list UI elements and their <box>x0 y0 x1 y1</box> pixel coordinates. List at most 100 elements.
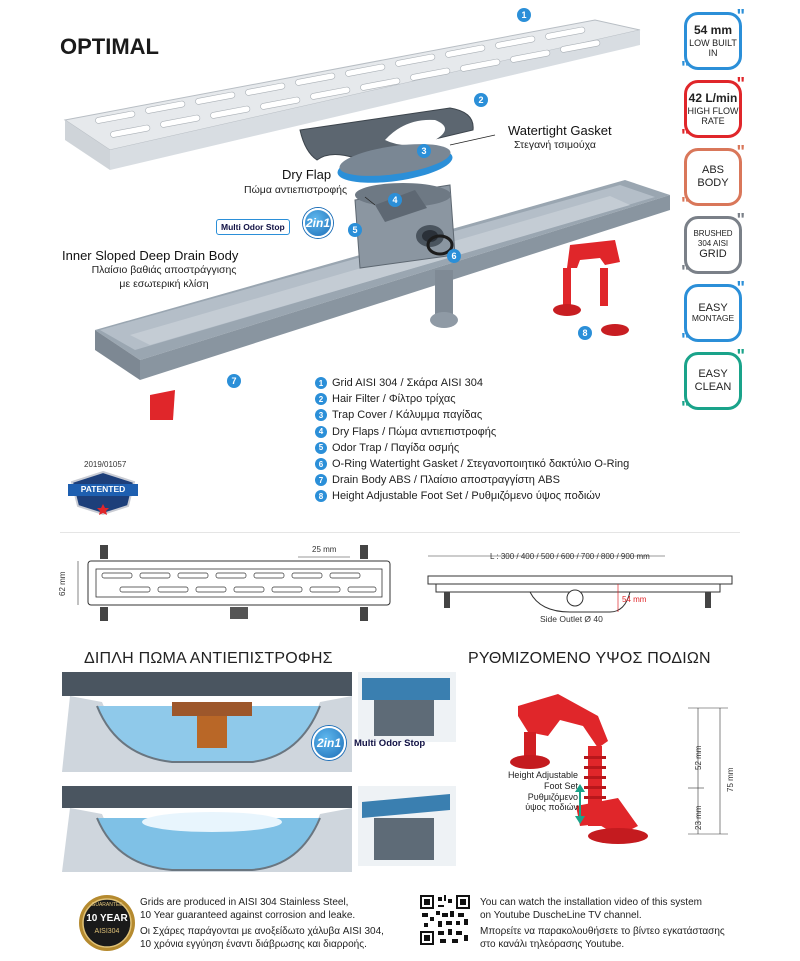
video-gr-line-2: στο κανάλι τηλεόρασης Youtube. <box>480 938 625 950</box>
feature-badge-easy-clean: " EASY CLEAN " <box>681 347 745 417</box>
legend-item: 2 Hair Filter / Φίλτρο τρίχας <box>315 391 629 407</box>
side-view-drawing <box>427 555 733 613</box>
legend-item: 5 Odor Trap / Παγίδα οσμής <box>315 440 629 456</box>
part-number-4: 4 <box>388 193 402 207</box>
badge-line-1: BRUSHED <box>693 229 733 239</box>
feature-badge-flow-rate: " 42 L/min HIGH FLOW RATE " <box>681 75 745 145</box>
feature-badge-abs-body: " ABS BODY " <box>681 143 745 213</box>
warranty-text-en: Grids are produced in AISI 304 Stainless… <box>140 897 355 922</box>
quote-icon: " <box>736 74 745 94</box>
seal-top-text: GUARANTEE <box>91 902 123 908</box>
legend-text: Hair Filter / Φίλτρο τρίχας <box>332 393 456 406</box>
quote-icon: " <box>681 398 690 418</box>
badge-line-1: 54 mm <box>693 22 733 37</box>
dry-flap-cross-sections <box>62 672 456 872</box>
dim-length: L : 300 / 400 / 500 / 600 / 700 / 800 / … <box>490 552 650 561</box>
video-text-gr: Μπορείτε να παρακολουθήσετε το βίντεο εγ… <box>480 926 725 951</box>
warranty-text-gr: Οι Σχάρες παράγονται με ανοξείδωτο χάλυβ… <box>140 926 384 951</box>
patented-shield-icon <box>68 470 138 516</box>
legend-number: 7 <box>315 474 327 487</box>
red-feet <box>150 240 629 420</box>
badge-line-1: EASY <box>698 368 728 381</box>
legend-item: 7 Drain Body ABS / Πλαίσιο αποστραγγίστη … <box>315 472 629 488</box>
badge-line-2: MONTAGE <box>691 313 735 324</box>
foot-label-gr-2: ύψος ποδιών <box>525 802 578 813</box>
legend-text: O-Ring Watertight Gasket / Στεγανοποιητι… <box>332 458 630 471</box>
legend-text: Dry Flaps / Πώμα αντιεπιστροφής <box>332 425 497 438</box>
gasket-label-en: Watertight Gasket <box>508 123 612 138</box>
legend-number: 6 <box>315 458 327 471</box>
top-view-drawing <box>77 545 391 621</box>
part-number-7: 7 <box>227 374 241 388</box>
badge-line-2: HIGH FLOW <box>687 105 739 116</box>
body-label-gr-1: Πλαίσιο βαθιάς αποστράγγισης <box>91 264 237 276</box>
page-title: OPTIMAL <box>60 34 159 59</box>
legend-number: 1 <box>315 377 327 390</box>
legend-text: Trap Cover / Κάλυμμα παγίδας <box>332 409 483 422</box>
legend-text: Odor Trap / Παγίδα οσμής <box>332 441 460 454</box>
stainless-grid <box>63 19 641 170</box>
body-label-en: Inner Sloped Deep Drain Body <box>62 248 239 263</box>
quote-icon: " <box>681 126 690 146</box>
badge-line-3: IN <box>708 47 718 58</box>
badge-line-3: GRID <box>699 247 727 260</box>
warranty-en-line-2: 10 Year guaranteed against corrosion and… <box>140 909 356 921</box>
foot-label-gr-1: Ρυθμιζόμενο <box>527 791 578 802</box>
adjustable-foot-illustration <box>510 694 728 844</box>
legend-text: Drain Body ABS / Πλαίσιο αποστραγγίστη A… <box>332 474 560 487</box>
badge-line-2: LOW BUILT <box>689 37 737 48</box>
quote-icon: " <box>681 58 690 78</box>
foot-set-label: Height Adjustable Foot Set Ρυθμιζόμενο ύ… <box>484 770 578 813</box>
legend-number: 5 <box>315 441 327 454</box>
dim-25mm: 25 mm <box>312 545 337 554</box>
two-in-one-badge: 2in1 <box>303 208 333 238</box>
body-label-gr-2: με εσωτερική κλίση <box>119 278 209 290</box>
badge-line-1: EASY <box>698 301 728 314</box>
legend-number: 3 <box>315 409 327 422</box>
badge-line-1: 42 L/min <box>688 90 738 105</box>
video-en-line-2: on Youtube DuscheLine TV channel. <box>480 909 642 921</box>
multi-odor-stop-tag: Multi Odor Stop <box>216 219 290 235</box>
foot-label-en-2: Foot Set <box>543 780 578 791</box>
exploded-drain-illustration <box>63 19 670 420</box>
video-text-en: You can watch the installation video of … <box>480 897 702 922</box>
badge-line-2: BODY <box>697 177 729 189</box>
quote-icon: " <box>681 262 690 282</box>
dryflap-label-en: Dry Flap <box>282 167 332 182</box>
feature-badge-easy-montage: " EASY MONTAGE " <box>681 279 745 349</box>
dim-75mm: 75 mm <box>726 767 735 792</box>
feature-badge-low-built: " 54 mm LOW BUILT IN " <box>681 7 745 77</box>
multi-odor-stop-label: Multi Odor Stop <box>354 738 426 749</box>
section-heading-double-flap: ΔΙΠΛΗ ΠΩΜΑ ΑΝΤΙΕΠΙΣΤΡΟΦΗΣ <box>84 650 333 667</box>
qr-code-icon[interactable] <box>420 895 470 945</box>
warranty-gr-line-1: Οι Σχάρες παράγονται με ανοξείδωτο χάλυβ… <box>140 926 384 937</box>
video-gr-line-1: Μπορείτε να παρακολουθήσετε το βίντεο εγ… <box>480 926 725 937</box>
dry-flap <box>375 190 427 222</box>
foot-label-en-1: Height Adjustable <box>507 770 578 780</box>
o-ring-gasket <box>426 234 454 256</box>
seal-sub-text: AISI304 <box>94 928 120 935</box>
feature-badge-brushed-grid: " BRUSHED 304 AISI GRID " <box>681 211 745 281</box>
dim-52mm: 52 mm <box>694 745 703 770</box>
warranty-seal-icon <box>79 895 135 951</box>
side-outlet-label: Side Outlet Ø 40 <box>540 614 603 624</box>
legend-item: 3 Trap Cover / Κάλυμμα παγίδας <box>315 407 629 423</box>
quote-icon: " <box>736 6 745 26</box>
badge-line-2: 304 AISI <box>697 238 729 248</box>
quote-icon: " <box>736 210 745 230</box>
legend-number: 2 <box>315 393 327 406</box>
legend-text: Height Adjustable Foot Set / Ρυθμιζόμενο… <box>332 490 601 503</box>
seal-main-text: 10 YEAR <box>86 913 128 924</box>
section-heading-adjustable-feet: ΡΥΘΜΙΖΟΜΕΝΟ ΥΨΟΣ ΠΟΔΙΩΝ <box>468 650 711 667</box>
part-number-6: 6 <box>447 249 461 263</box>
legend-number: 4 <box>315 425 327 438</box>
badge-line-1: ABS <box>701 164 724 177</box>
dryflap-label-gr: Πώμα αντιεπιστροφής <box>244 184 348 196</box>
quote-icon: " <box>736 142 745 162</box>
warranty-en-line-1: Grids are produced in AISI 304 Stainless… <box>140 897 349 908</box>
quote-icon: " <box>681 330 690 350</box>
part-number-3: 3 <box>417 144 431 158</box>
drain-body <box>95 180 670 380</box>
